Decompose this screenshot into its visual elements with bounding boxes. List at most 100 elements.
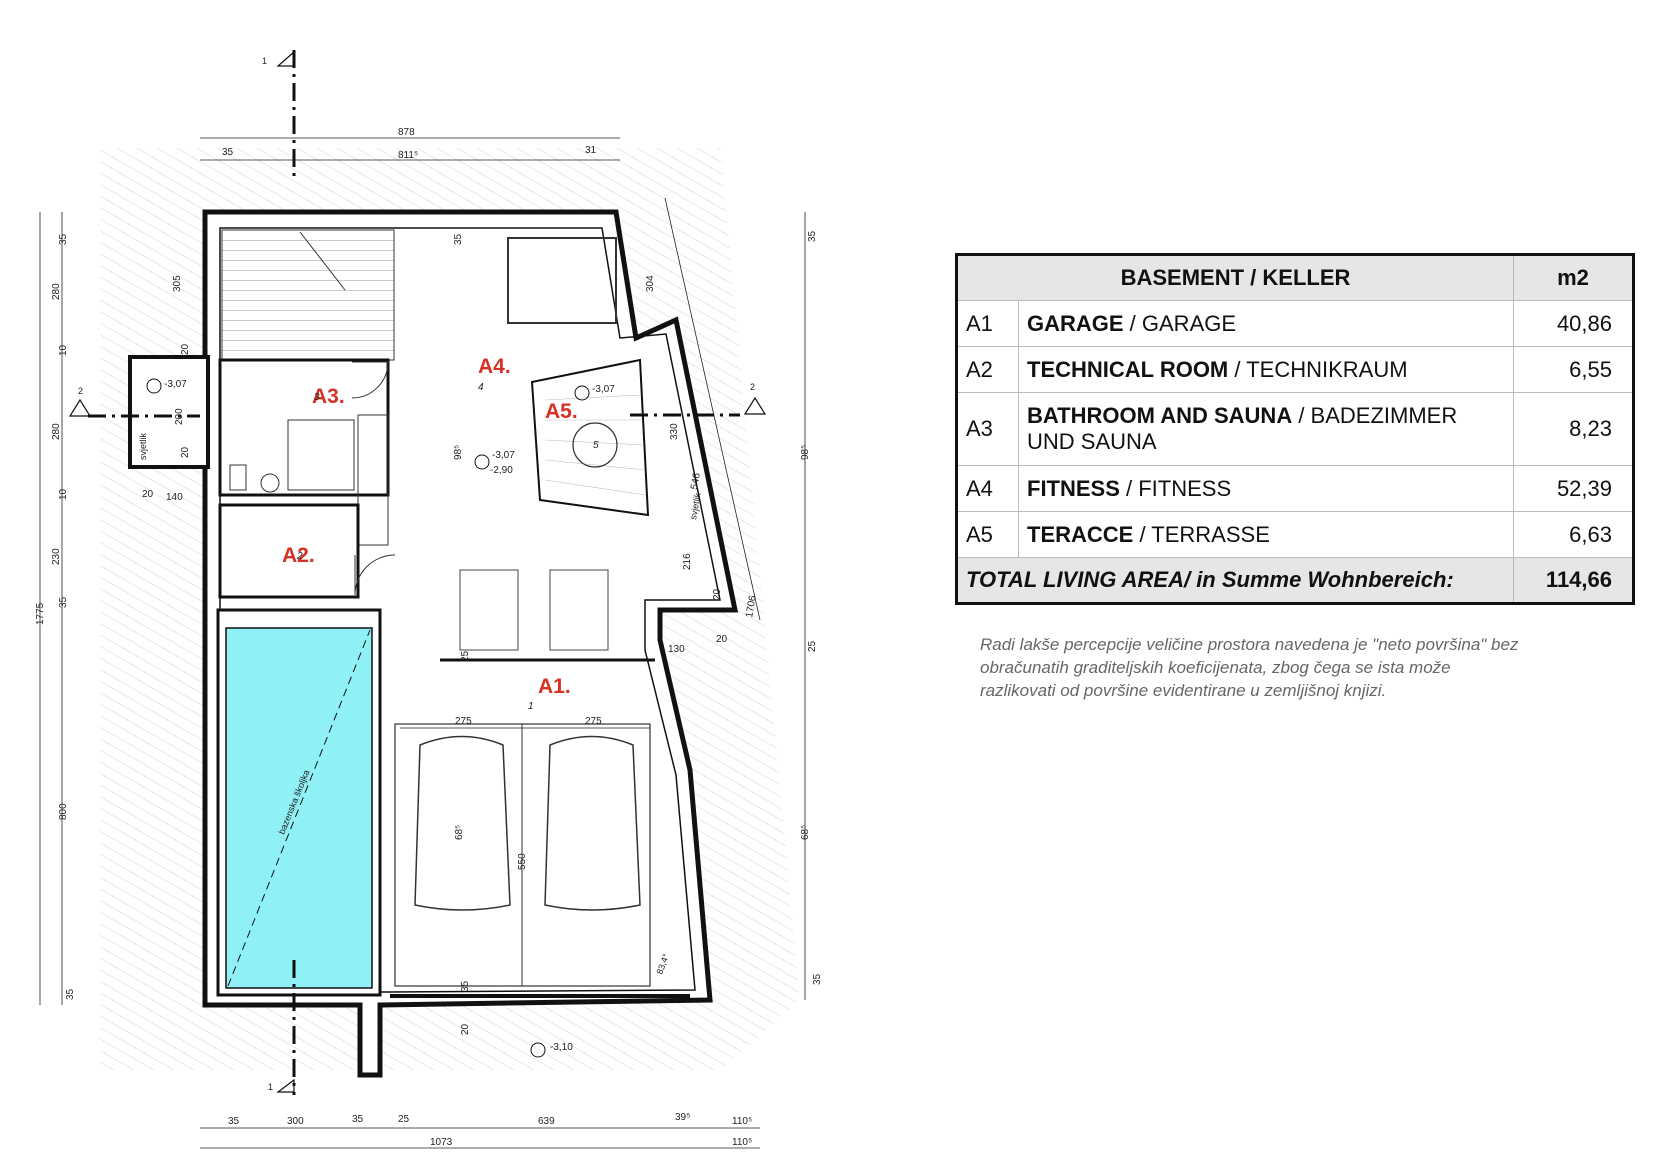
dim-left-e: 10: [58, 488, 69, 500]
gym-station-2: [549, 569, 609, 651]
room-num-a1: 1: [528, 701, 534, 712]
gym-station-1: [459, 569, 519, 651]
row-code: A1: [956, 300, 1019, 347]
level-a5: -3,07: [592, 384, 615, 395]
toilet: [229, 464, 247, 491]
dim-35-a: 35: [453, 233, 464, 245]
dim-130: 130: [668, 644, 685, 655]
row-value: 52,39: [1513, 465, 1634, 512]
dim-right-a: 35: [807, 230, 818, 242]
dim-305: 305: [172, 275, 183, 292]
dim-330: 330: [669, 423, 680, 440]
car-2: [544, 735, 641, 911]
room-label-a3: A3.: [312, 385, 345, 408]
car-1: [414, 735, 511, 911]
dim-left-c: 10: [58, 344, 69, 356]
table-row: A4 FITNESS / FITNESS 52,39: [956, 465, 1634, 512]
table-header-row: BASEMENT / KELLER m2: [956, 254, 1634, 301]
terrace-a5: [530, 358, 650, 517]
area-table: BASEMENT / KELLER m2 A1 GARAGE / GARAGE …: [955, 253, 1635, 605]
room-num-a4: 4: [478, 382, 484, 393]
dim-right-b: 98⁵: [800, 445, 811, 460]
dim-bottom-5: 639: [538, 1116, 555, 1127]
dim-275-a: 275: [455, 716, 472, 727]
section-line-2: [68, 396, 767, 418]
dim-bottom-2: 300: [287, 1116, 304, 1127]
dim-550: 550: [517, 853, 528, 870]
dim-20-d: 20: [712, 588, 723, 600]
row-code: A4: [956, 465, 1019, 512]
row-name: TECHNICAL ROOM / TECHNIKRAUM: [1018, 346, 1514, 393]
row-code: A3: [956, 392, 1019, 466]
row-code: A5: [956, 511, 1019, 558]
section-mark-2-right: 2: [750, 382, 755, 392]
terrace-tiles: [544, 394, 647, 496]
dim-left-total: 1775: [35, 602, 46, 625]
row-name: BATHROOM AND SAUNA / BADEZIMMER UND SAUN…: [1018, 392, 1514, 466]
row-value: 6,55: [1513, 346, 1634, 393]
dim-1706: 1706: [744, 594, 759, 618]
dim-bottom-total: 1073: [430, 1137, 453, 1148]
dim-left-i: 35: [65, 988, 76, 1000]
dim-35-b: 35: [460, 980, 471, 992]
row-name: GARAGE / GARAGE: [1018, 300, 1514, 347]
total-value: 114,66: [1513, 557, 1634, 604]
room-num-a3: 3: [314, 392, 320, 403]
dimension-lines: [39, 137, 806, 1149]
dim-right-d: 68⁵: [800, 825, 811, 840]
table-total-row: TOTAL LIVING AREA/ in Summe Wohnbereich:…: [956, 557, 1634, 604]
pool-diagonal: [227, 629, 371, 987]
stairs: [221, 229, 395, 361]
level-a4: -3,07: [492, 450, 515, 461]
dim-25: 25: [460, 650, 471, 662]
dim-20-a: 20: [180, 343, 191, 355]
dim-98: 98⁵: [453, 445, 464, 460]
light-well-left: [128, 355, 210, 469]
dim-304: 304: [645, 275, 656, 292]
dim-20-b: 20: [180, 446, 191, 458]
room-num-a5: 5: [593, 440, 599, 451]
dim-left-g: 35: [58, 596, 69, 608]
dim-bottom-3: 35: [352, 1114, 364, 1125]
dim-546: 546: [689, 472, 703, 491]
area-note: Radi lakše percepcije veličine prostora …: [980, 635, 1519, 700]
section-mark-1-top: 1: [262, 56, 267, 66]
dim-right-c: 25: [807, 640, 818, 652]
dim-200: 200: [174, 408, 185, 425]
dim-right-e: 35: [812, 973, 823, 985]
room-label-a2: A2.: [282, 544, 315, 567]
dim-20-c: 20: [142, 489, 154, 500]
dim-left-f: 230: [51, 548, 62, 565]
dim-top-mid: 811⁵: [398, 150, 418, 161]
room-a2: [218, 503, 360, 599]
level-outside: -3,10: [550, 1042, 573, 1053]
row-value: 40,86: [1513, 300, 1634, 347]
section-mark-2-left: 2: [78, 386, 83, 396]
row-name: FITNESS / FITNESS: [1018, 465, 1514, 512]
shower: [357, 414, 389, 546]
svjetlik-right: svjetlik: [688, 492, 703, 521]
room-num-a2: 2: [296, 551, 303, 562]
table-header-unit: m2: [1513, 254, 1634, 301]
dim-left-d: 280: [51, 423, 62, 440]
door-a3: [351, 361, 389, 399]
room-label-a4: A4.: [478, 355, 511, 378]
wash-basin: [260, 473, 280, 493]
dim-20-e: 20: [716, 634, 728, 645]
door-a2: [354, 554, 396, 596]
row-name: TERACCE / TERRASSE: [1018, 511, 1514, 558]
dim-140: 140: [166, 492, 183, 503]
table-header-title: BASEMENT / KELLER: [956, 254, 1514, 301]
dim-top-total: 878: [398, 127, 415, 138]
dim-top-left: 35: [222, 147, 234, 158]
level-a3: -3,07: [164, 379, 187, 390]
room-label-a5: A5.: [545, 400, 578, 423]
svjetlik-left: svjetlik: [138, 432, 148, 460]
dim-left-a: 35: [58, 233, 69, 245]
dim-275-b: 275: [585, 716, 602, 727]
dim-top-right: 31: [585, 145, 597, 156]
stairs-diagonal: [299, 231, 346, 291]
dim-bottom-6: 39⁵: [675, 1112, 690, 1123]
dim-left-h: 800: [58, 803, 69, 820]
dim-bottom-total-r: 110⁵: [732, 1137, 752, 1148]
